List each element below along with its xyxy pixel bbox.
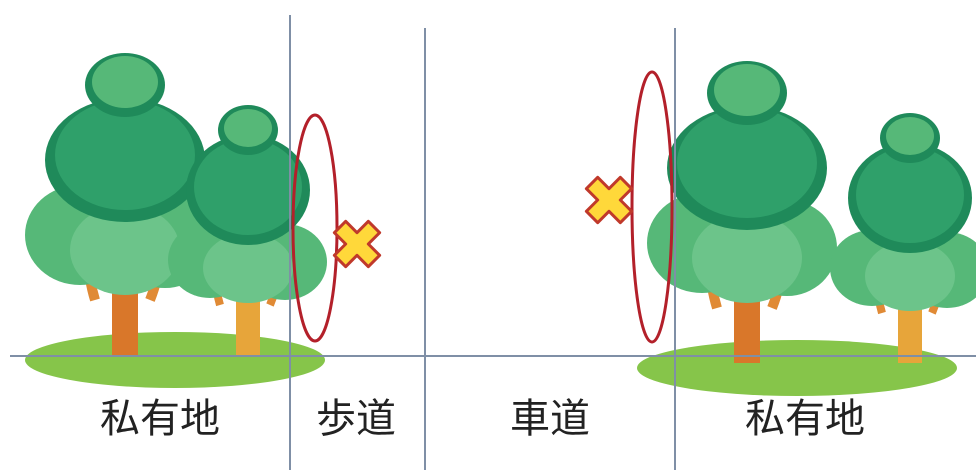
right-trees [637, 61, 976, 396]
label-sidewalk: 歩道 [316, 396, 396, 442]
right-grass [637, 340, 957, 396]
cross-icon [332, 219, 382, 269]
label-roadway: 車道 [510, 396, 590, 442]
label-private-left: 私有地 [100, 396, 220, 442]
left-grass [25, 332, 325, 388]
tree-icon [25, 53, 215, 355]
cross-icon [584, 175, 634, 225]
overhang-ellipse-right [630, 70, 674, 344]
left-trees [25, 53, 327, 388]
tree-icon [830, 113, 976, 363]
guide-lines [10, 15, 976, 470]
label-private-right: 私有地 [745, 396, 865, 442]
